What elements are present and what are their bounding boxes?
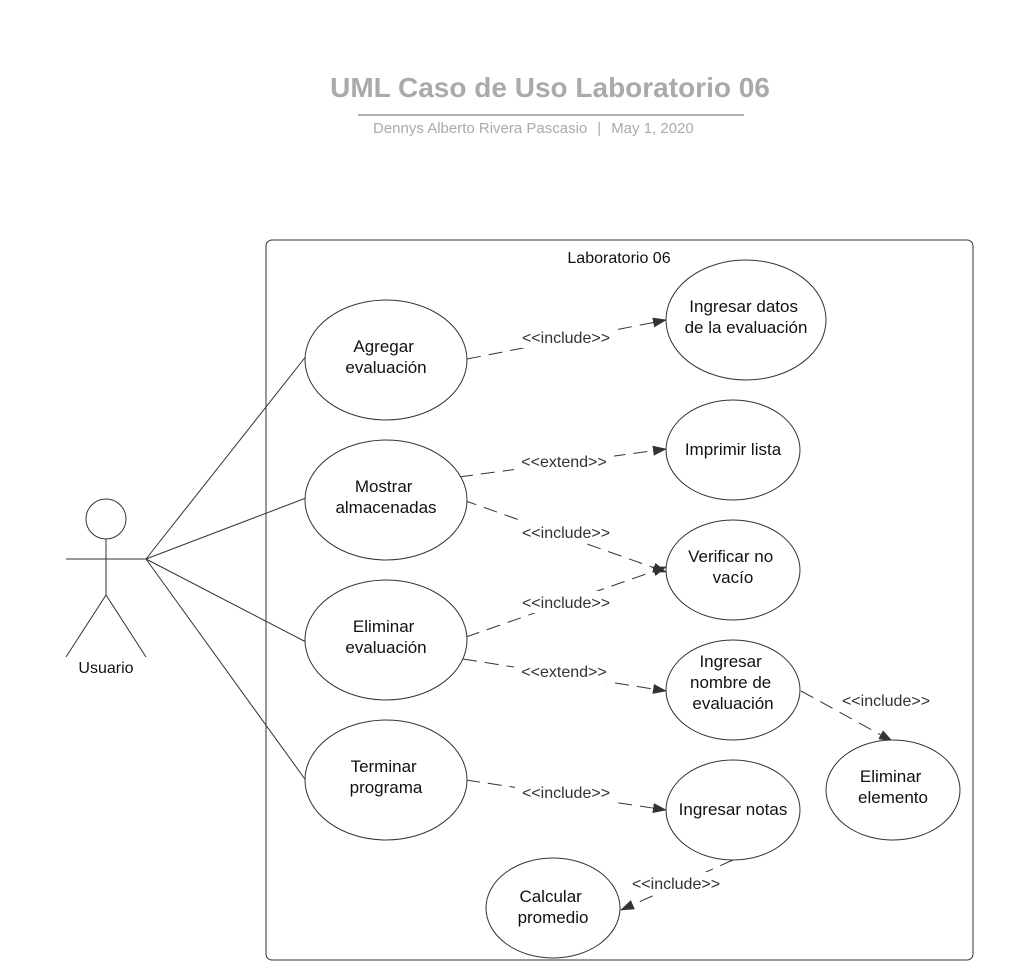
diagram-title: UML Caso de Uso Laboratorio 06 — [330, 72, 770, 103]
use-case-shape — [665, 259, 827, 381]
use-case-terminar-programa[interactable]: Terminar programa — [304, 719, 468, 841]
label-line: evaluación — [345, 638, 426, 657]
label-line: evaluación — [345, 358, 426, 377]
label-line: Verificar no — [688, 547, 773, 566]
use-case-shape — [304, 299, 468, 421]
dependency-eliminar-verificar — [465, 566, 667, 638]
use-case-shape — [825, 739, 961, 841]
label-line: Ingresar notas — [679, 800, 788, 819]
author-name: Dennys Alberto Rivera Pascasio — [373, 120, 588, 137]
label-line: Ingresar — [699, 652, 762, 671]
use-case-shape — [665, 759, 801, 861]
use-case-label: Eliminar evaluación — [345, 617, 426, 657]
label-bg — [835, 689, 937, 711]
use-case-label: Verificar no vacío — [688, 547, 778, 587]
use-case-shape — [304, 579, 468, 701]
label-bg — [625, 872, 727, 894]
association-terminar — [145, 558, 308, 783]
label-mostrar-imprimir: <<extend>> — [521, 454, 606, 471]
label-bg — [514, 450, 614, 472]
system-label: Laboratorio 06 — [567, 250, 670, 267]
use-case-ingresar-datos[interactable]: Ingresar datos de la evaluación — [665, 259, 827, 381]
label-mostrar-verificar: <<include>> — [522, 525, 610, 542]
label-line: Eliminar — [353, 617, 415, 636]
label-line: nombre de — [690, 673, 771, 692]
label-eliminar-nombre: <<extend>> — [521, 664, 606, 681]
use-case-shape — [304, 719, 468, 841]
label-nombre-elemento: <<include>> — [842, 693, 930, 710]
use-case-label: Eliminar elemento — [858, 767, 928, 807]
use-case-shape — [304, 439, 468, 561]
title-divider — [358, 114, 744, 116]
use-case-shape — [665, 399, 801, 501]
use-case-label: Mostrar almacenadas — [335, 477, 436, 517]
association-mostrar — [145, 497, 307, 560]
dependency-mostrar-verificar — [462, 499, 667, 573]
diagram-subtitle: Dennys Alberto Rivera Pascasio | May 1, 20… — [373, 120, 694, 137]
label-line: Eliminar — [860, 767, 922, 786]
label-line: Terminar — [351, 757, 417, 776]
label-line: evaluación — [692, 694, 773, 713]
use-case-shape — [665, 519, 801, 621]
use-case-agregar-evaluacion[interactable]: Agregar evaluación — [304, 299, 468, 421]
associations — [145, 354, 308, 783]
use-case-mostrar-almacenadas[interactable]: Mostrar almacenadas — [304, 439, 468, 561]
label-line: vacío — [713, 568, 754, 587]
association-agregar — [145, 354, 308, 560]
label-line: Mostrar — [355, 477, 413, 496]
label-bg — [514, 660, 614, 682]
label-terminar-notas: <<include>> — [522, 785, 610, 802]
use-case-eliminar-elemento[interactable]: Eliminar elemento — [825, 739, 961, 841]
actor-usuario[interactable]: Usuario — [65, 498, 147, 677]
label-line: de la evaluación — [685, 318, 808, 337]
diagram-header: UML Caso de Uso Laboratorio 06 Dennys Al… — [0, 0, 1025, 160]
use-case-verificar-no-vacio[interactable]: Verificar no vacío — [665, 519, 801, 621]
actor-head — [85, 498, 127, 540]
label-line: elemento — [858, 788, 928, 807]
label-agregar-ingresar-datos: <<include>> — [522, 330, 610, 347]
use-case-label: Terminar programa — [350, 757, 423, 797]
use-case-label: Ingresar nombre de evaluación — [690, 652, 776, 713]
dependency-nombre-elemento — [800, 690, 893, 742]
actor-right-leg — [105, 594, 147, 658]
subtitle-separator: | — [597, 120, 602, 137]
use-case-label: Imprimir lista — [685, 440, 782, 459]
label-notas-calcular: <<include>> — [632, 876, 720, 893]
use-case-label: Ingresar notas — [679, 800, 788, 819]
use-case-shape — [485, 857, 621, 959]
label-bg — [515, 521, 617, 543]
use-case-ingresar-nombre[interactable]: Ingresar nombre de evaluación — [665, 639, 801, 741]
label-bg — [515, 781, 617, 803]
label-line: almacenadas — [335, 498, 436, 517]
use-case-label: Agregar evaluación — [345, 337, 426, 377]
label-line: promedio — [518, 908, 589, 927]
dependency-eliminar-nombre — [462, 658, 667, 694]
dependency-mostrar-imprimir — [458, 445, 667, 478]
use-case-label: Calcular promedio — [518, 887, 589, 927]
label-line: Agregar — [353, 337, 414, 356]
diagram-date: May 1, 2020 — [611, 120, 694, 137]
label-line: Calcular — [519, 887, 582, 906]
use-case-eliminar-evaluacion[interactable]: Eliminar evaluación — [304, 579, 468, 701]
actor-left-leg — [65, 594, 107, 658]
relationship-labels: <<include>> <<extend>> <<include>> <<inc… — [514, 326, 937, 894]
label-bg — [515, 591, 617, 613]
label-line: programa — [350, 778, 423, 797]
use-case-imprimir-lista[interactable]: Imprimir lista — [665, 399, 801, 501]
label-line: Ingresar datos — [689, 297, 798, 316]
system-boundary — [265, 239, 974, 961]
label-bg — [515, 326, 617, 348]
association-eliminar — [145, 558, 307, 643]
use-case-label: Ingresar datos de la evaluación — [685, 297, 808, 337]
label-line: Imprimir lista — [685, 440, 782, 459]
use-case-ingresar-notas[interactable]: Ingresar notas — [665, 759, 801, 861]
label-eliminar-verificar: <<include>> — [522, 595, 610, 612]
use-case-calcular-promedio[interactable]: Calcular promedio — [485, 857, 621, 959]
use-case-shape — [665, 639, 801, 741]
actor-label: Usuario — [78, 660, 133, 677]
